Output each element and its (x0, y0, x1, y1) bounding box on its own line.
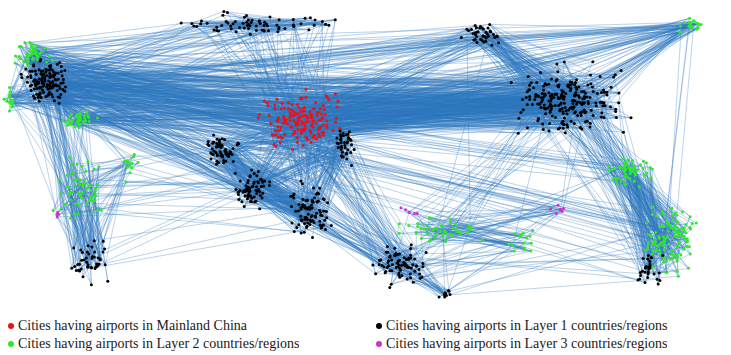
flight-routes (4, 11, 701, 297)
air-network-map (0, 0, 731, 310)
flight-route (105, 161, 127, 265)
